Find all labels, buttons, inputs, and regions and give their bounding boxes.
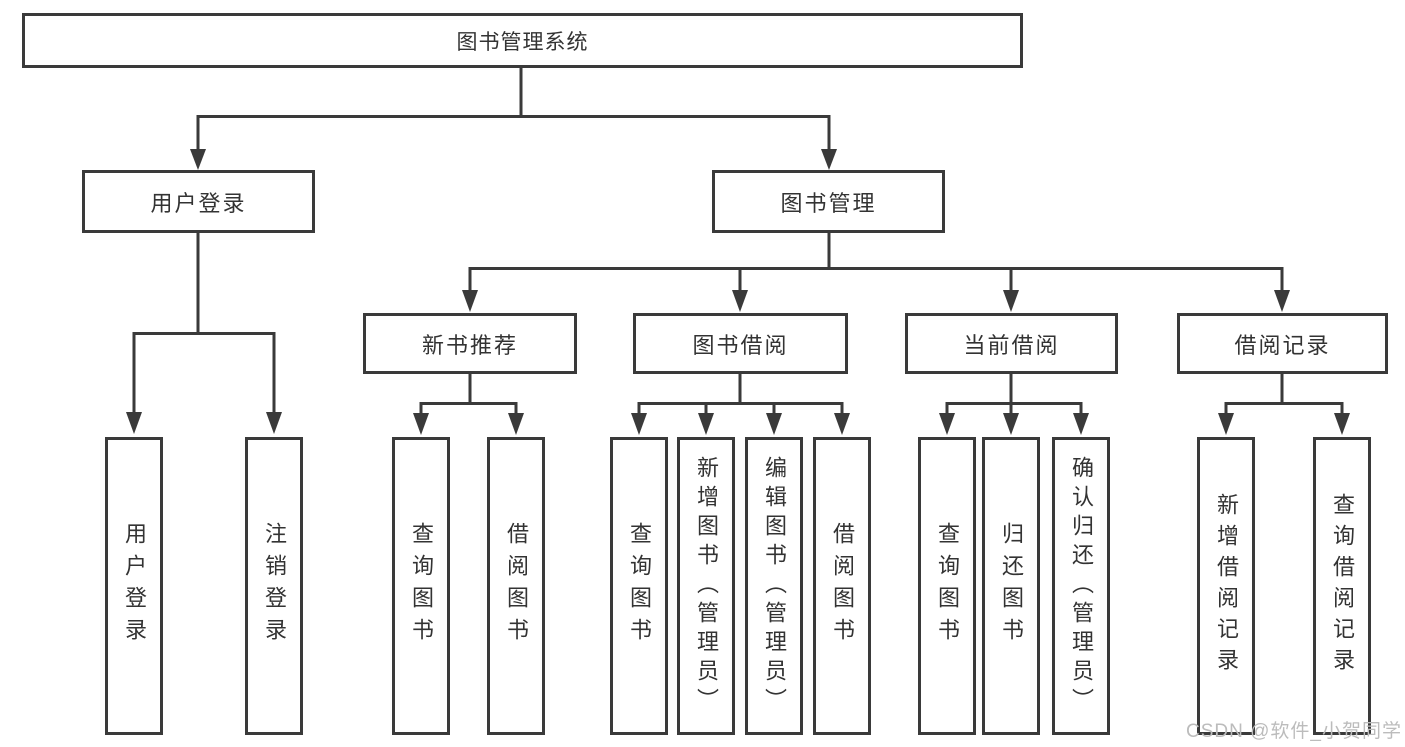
- connector-borrow-to-leaves: [637, 374, 844, 414]
- leaf-add-book-admin: 新增图书（管理员）: [677, 437, 735, 735]
- arrowhead-icon: [1218, 413, 1234, 435]
- arrowhead-icon: [821, 149, 837, 170]
- leaf-add-borrow-record: 新增借阅记录: [1197, 437, 1255, 735]
- arrowhead-icon: [1003, 290, 1019, 312]
- arrowhead-icon: [126, 412, 142, 434]
- arrowhead-icon: [766, 413, 782, 435]
- node-book-management: 图书管理: [712, 170, 945, 233]
- leaf-query-book-current: 查询图书: [918, 437, 976, 735]
- leaf-edit-book-admin: 编辑图书（管理员）: [745, 437, 803, 735]
- arrowhead-icon: [698, 413, 714, 435]
- arrowhead-icon: [1274, 290, 1290, 312]
- node-current-borrow: 当前借阅: [905, 313, 1118, 374]
- node-borrow-records: 借阅记录: [1177, 313, 1388, 374]
- arrowhead-icon: [266, 412, 282, 434]
- arrowhead-icon: [834, 413, 850, 435]
- arrowhead-icon: [508, 413, 524, 435]
- connector-current-to-leaves: [945, 374, 1083, 414]
- connector-bookmgmt-to-level3: [468, 233, 1284, 291]
- node-root-system: 图书管理系统: [22, 13, 1023, 68]
- connector-newbook-to-leaves: [419, 374, 518, 414]
- arrowhead-icon: [1334, 413, 1350, 435]
- node-user-login: 用户登录: [82, 170, 315, 233]
- arrowhead-icon: [631, 413, 647, 435]
- arrowhead-icon: [939, 413, 955, 435]
- leaf-logout: 注销登录: [245, 437, 303, 735]
- connector-root-to-level2: [196, 68, 831, 150]
- leaf-query-book-borrow: 查询图书: [610, 437, 668, 735]
- arrowhead-icon: [1073, 413, 1089, 435]
- leaf-query-borrow-record: 查询借阅记录: [1313, 437, 1371, 735]
- leaf-return-book: 归还图书: [982, 437, 1040, 735]
- arrowhead-icon: [413, 413, 429, 435]
- connector-userlogin-to-leaves: [132, 233, 276, 413]
- leaf-borrow-book: 借阅图书: [813, 437, 871, 735]
- leaf-user-login: 用户登录: [105, 437, 163, 735]
- csdn-watermark: CSDN @软件_小贺同学: [1186, 721, 1402, 742]
- leaf-borrow-book-recommend: 借阅图书: [487, 437, 545, 735]
- leaf-confirm-return-admin: 确认归还（管理员）: [1052, 437, 1110, 735]
- leaf-query-book-recommend: 查询图书: [392, 437, 450, 735]
- arrowhead-icon: [1003, 413, 1019, 435]
- node-new-book-recommend: 新书推荐: [363, 313, 577, 374]
- connector-records-to-leaves: [1224, 374, 1344, 414]
- arrowhead-icon: [462, 290, 478, 312]
- node-book-borrow: 图书借阅: [633, 313, 848, 374]
- arrowhead-icon: [190, 149, 206, 170]
- arrowhead-icon: [732, 290, 748, 312]
